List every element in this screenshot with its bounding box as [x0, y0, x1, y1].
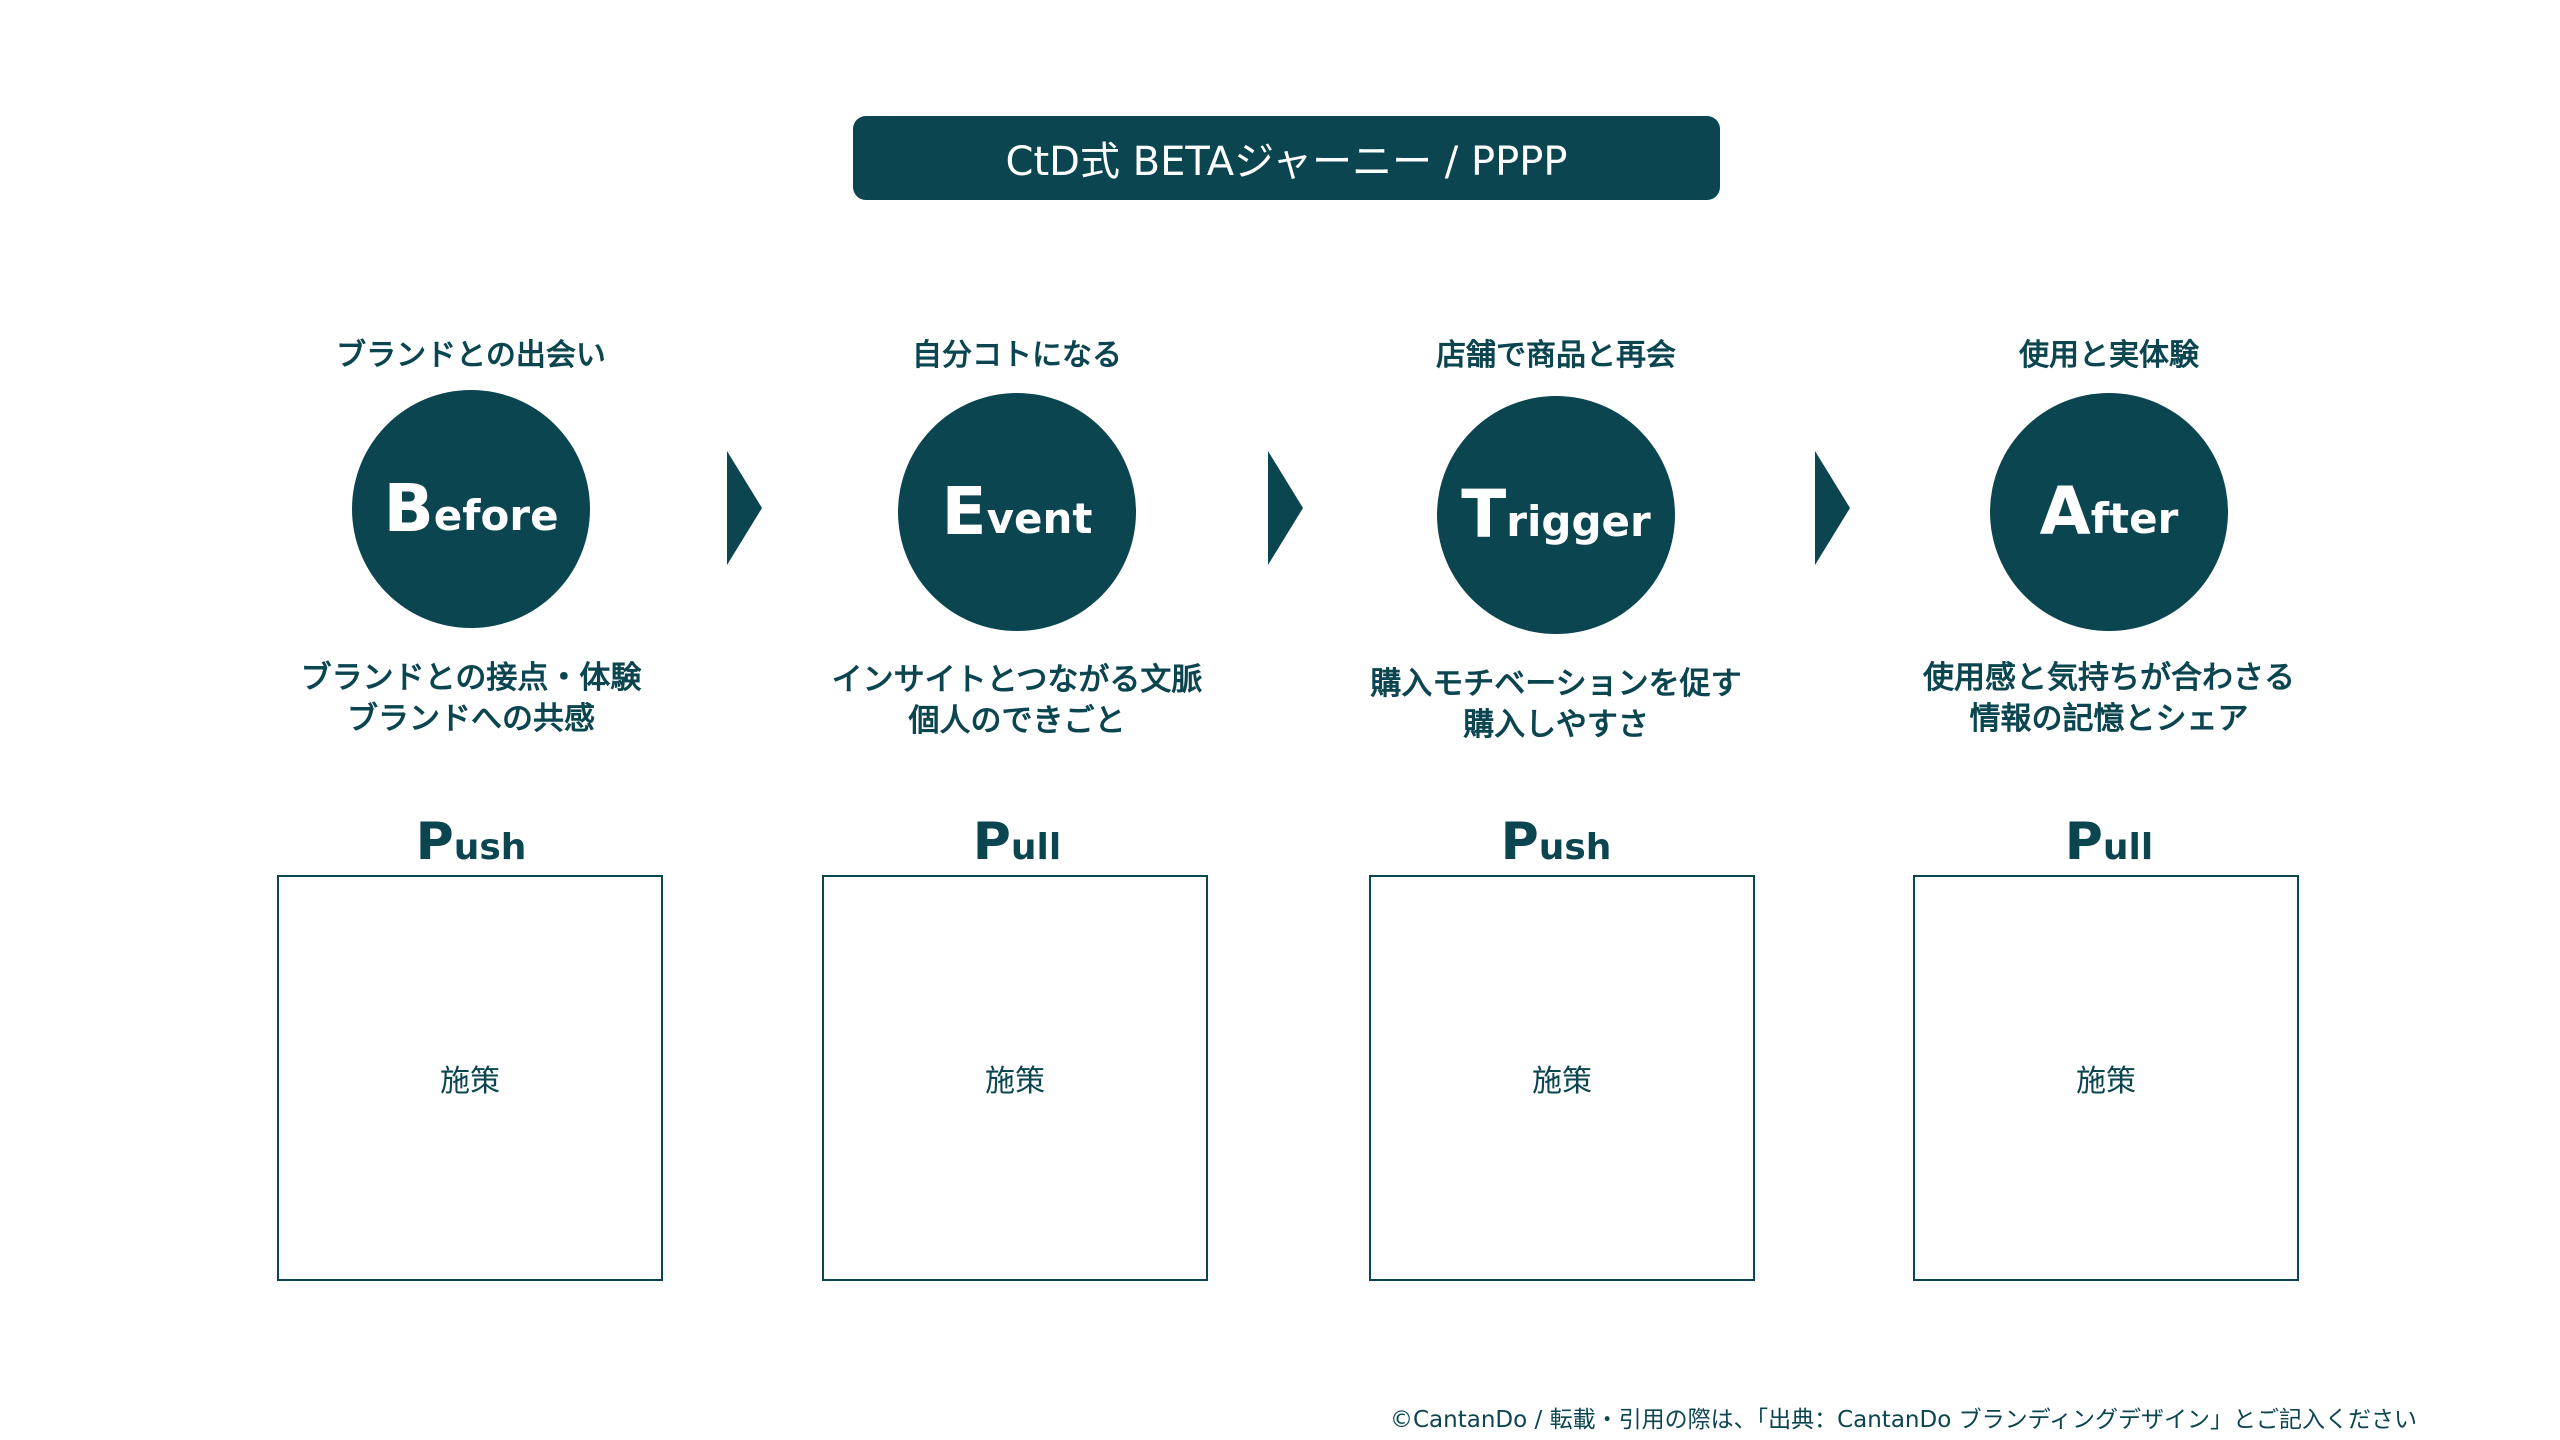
measures-box: 施策: [1369, 875, 1755, 1281]
measures-label: 施策: [2076, 1064, 2136, 1099]
push-pull-label: Push: [211, 812, 731, 872]
stage-description: インサイトとつながる文脈 個人のできごと: [717, 660, 1317, 742]
arrow-right-icon: [1815, 451, 1850, 565]
push-pull-label: Push: [1296, 812, 1816, 872]
arrow-right-icon: [727, 451, 762, 565]
pp-initial: P: [415, 812, 454, 872]
stage-initial: A: [2039, 473, 2091, 550]
measures-box: 施策: [822, 875, 1208, 1281]
stage-description: 使用感と気持ちが合わさる 情報の記憶とシェア: [1809, 658, 2409, 740]
pp-initial: P: [972, 812, 1011, 872]
copyright-footer: ©CantanDo / 転載・引用の際は、「出典：CantanDo ブランディン…: [1390, 1407, 2417, 1433]
arrow-right-icon: [1268, 451, 1303, 565]
measures-label: 施策: [985, 1064, 1045, 1099]
stage-heading: ブランドとの出会い: [336, 338, 606, 373]
measures-label: 施策: [440, 1064, 500, 1099]
description-line: 購入しやすさ: [1463, 707, 1649, 743]
stage-initial: E: [941, 473, 987, 550]
stage-description: ブランドとの接点・体験 ブランドへの共感: [171, 658, 771, 740]
measures-box: 施策: [277, 875, 663, 1281]
stage-initial: T: [1461, 476, 1507, 553]
pp-initial: P: [2064, 812, 2103, 872]
pp-rest: ush: [1538, 827, 1612, 868]
stage-name-rest: efore: [433, 491, 559, 540]
measures-box: 施策: [1913, 875, 2299, 1281]
stage-heading: 自分コトになる: [912, 338, 1122, 373]
measures-label: 施策: [1532, 1064, 1592, 1099]
description-line: インサイトとつながる文脈: [831, 662, 1203, 698]
pp-rest: ull: [1010, 827, 1062, 868]
stage-description: 購入モチベーションを促す 購入しやすさ: [1256, 664, 1856, 746]
description-line: 個人のできごと: [908, 703, 1126, 739]
description-line: 購入モチベーションを促す: [1370, 666, 1742, 702]
stage-initial: B: [383, 470, 434, 547]
pp-rest: ull: [2102, 827, 2154, 868]
description-line: 情報の記憶とシェア: [1969, 701, 2249, 737]
description-line: 使用感と気持ちが合わさる: [1923, 660, 2295, 696]
stage-name-rest: vent: [986, 494, 1093, 543]
title-banner: CtD式 BETAジャーニー / PPPP: [853, 116, 1720, 200]
push-pull-label: Pull: [1849, 812, 2369, 872]
stage-heading: 店舗で商品と再会: [1436, 338, 1676, 373]
pp-initial: P: [1500, 812, 1539, 872]
stage-name-rest: rigger: [1506, 497, 1651, 546]
push-pull-label: Pull: [757, 812, 1277, 872]
description-line: ブランドとの接点・体験: [300, 660, 642, 696]
stage-heading: 使用と実体験: [2019, 338, 2199, 373]
pp-rest: ush: [453, 827, 527, 868]
stage-name-rest: fter: [2090, 494, 2179, 543]
description-line: ブランドへの共感: [347, 701, 595, 737]
